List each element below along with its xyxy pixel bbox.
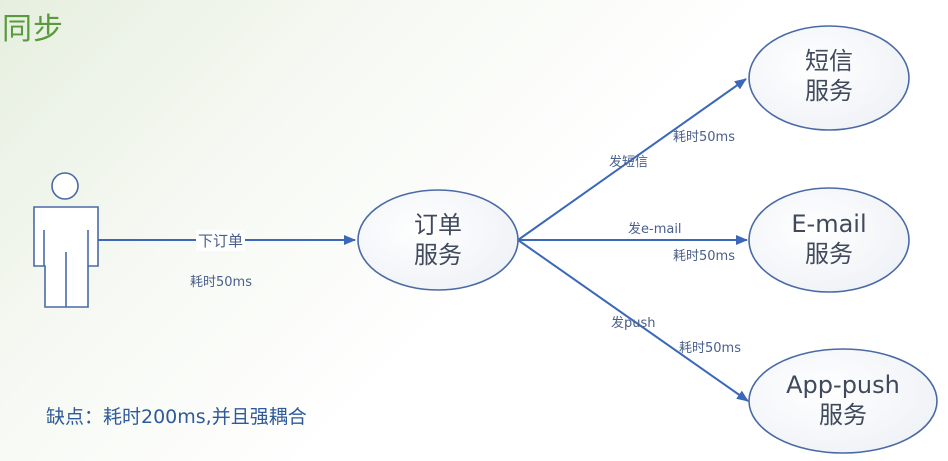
- sms-service-node: [748, 25, 910, 131]
- arrow-order-to-push: [517, 239, 749, 402]
- edge-label-place-order: 下订单: [196, 230, 246, 251]
- edge-time-send-sms: 耗时50ms: [673, 130, 735, 145]
- user-actor-icon: [33, 172, 99, 308]
- order-service-label: 订单 服务: [378, 210, 498, 270]
- email-service-line1: E-mail: [791, 210, 867, 238]
- push-service-label: App-push 服务: [758, 370, 928, 430]
- edge-time-place-order: 耗时50ms: [190, 275, 252, 290]
- arrow-order-to-sms: [517, 78, 747, 241]
- push-service-line1: App-push: [786, 371, 900, 399]
- edge-label-send-email: 发e-mail: [628, 222, 682, 237]
- push-service-node: [748, 348, 938, 454]
- edge-label-send-push: 发push: [611, 316, 656, 331]
- sms-service-line2: 服务: [805, 77, 853, 105]
- order-service-line2: 服务: [414, 241, 462, 269]
- sms-service-line1: 短信: [805, 47, 853, 75]
- email-service-label: E-mail 服务: [759, 209, 899, 269]
- page-title: 同步: [2, 12, 64, 47]
- push-service-line2: 服务: [819, 401, 867, 429]
- email-service-node: [748, 187, 910, 293]
- drawback-note: 缺点：耗时200ms,并且强耦合: [46, 406, 307, 428]
- order-service-line1: 订单: [414, 211, 462, 239]
- email-service-line2: 服务: [805, 240, 853, 268]
- sms-service-label: 短信 服务: [769, 46, 889, 106]
- edge-label-send-sms: 发短信: [609, 155, 649, 170]
- edge-time-send-push: 耗时50ms: [679, 341, 741, 356]
- order-service-node: [357, 189, 519, 291]
- edge-time-send-email: 耗时50ms: [673, 249, 735, 264]
